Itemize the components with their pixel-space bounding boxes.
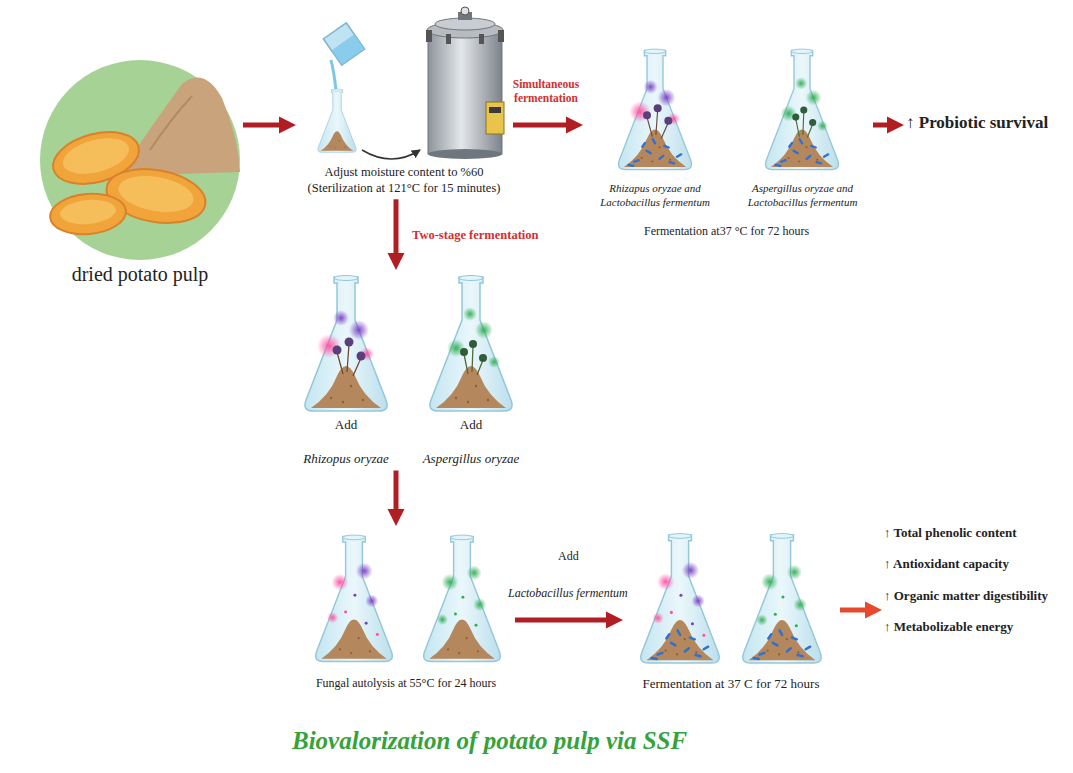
flask-step: AddAspergillus oryzae xyxy=(415,272,527,468)
outcome-item: ↑ Total phenolic content xyxy=(884,525,1048,541)
autolysis-flasks xyxy=(316,535,501,661)
node-text: Add xyxy=(415,417,527,433)
simultaneous-flasks xyxy=(618,49,838,169)
flask-step: Rhizapus oryzae and Lactobacillus fermen… xyxy=(585,40,725,210)
node-text: Aspergillus oryzae and Lactobacillus fer… xyxy=(735,182,870,210)
node-text: dried potato pulp xyxy=(40,262,240,287)
potato-pulp-circle xyxy=(40,60,240,260)
node-text: Fermentation at 37 C for 72 hours xyxy=(625,676,837,692)
edge-label: Lactobacillus fermentum xyxy=(506,586,630,600)
arrow-connector xyxy=(515,618,613,623)
lactobacillus-flasks xyxy=(641,534,821,663)
arrow-connector xyxy=(243,123,286,128)
outcome-list: ↑ Total phenolic content ↑ Antioxidant ca… xyxy=(884,525,1048,650)
node-text: Add xyxy=(290,417,402,433)
node-text: Fungal autolysis at 55°C for 24 hours xyxy=(300,676,512,691)
outcome-item: ↑ Organic matter digestibility xyxy=(884,588,1048,604)
flask-step: Aspergillus oryzae and Lactobacillus fer… xyxy=(735,40,870,210)
process-step: Adjust moisture content to %60 (Steriliz… xyxy=(298,15,510,196)
moisture-sterilization-figure xyxy=(318,7,504,159)
node-text: Adjust moisture content to %60 (Steriliz… xyxy=(298,165,510,196)
flask-pair-step: Fermentation at 37 C for 72 hours xyxy=(625,528,837,692)
step-note: Add xyxy=(558,549,579,564)
arrow-connector xyxy=(513,123,573,128)
figure-caption: Biovalorization of potato pulp via SSF xyxy=(292,727,687,755)
condition-note: Fermentation at37 °C for 72 hours xyxy=(644,224,809,239)
flask-step: AddRhizopus oryzae xyxy=(290,272,402,468)
source-circle: dried potato pulp xyxy=(40,60,240,287)
outcome-item: ↑ Metabolizable energy xyxy=(884,619,1048,635)
arrow-connector xyxy=(394,199,399,259)
arrow-connector xyxy=(840,608,872,613)
node-text: ↑ Probiotic survival xyxy=(906,112,1048,133)
node-text: Rhizapus oryzae and Lactobacillus fermen… xyxy=(585,182,725,210)
edge-label: Two-stage fermentation xyxy=(410,228,540,243)
arrow-connector xyxy=(394,471,399,516)
edge-label: Simultaneous fermentation xyxy=(508,78,584,106)
node-text: Aspergillus oryzae xyxy=(415,451,527,467)
node-text: Rhizopus oryzae xyxy=(290,451,402,467)
flask-pair-step: Fungal autolysis at 55°C for 24 hours xyxy=(300,528,512,691)
fungus-flasks xyxy=(305,276,512,412)
outcome-text: ↑ Probiotic survival xyxy=(906,112,1048,133)
arrow-connector xyxy=(873,123,894,128)
outcome-item: ↑ Antioxidant capacity xyxy=(884,556,1048,572)
